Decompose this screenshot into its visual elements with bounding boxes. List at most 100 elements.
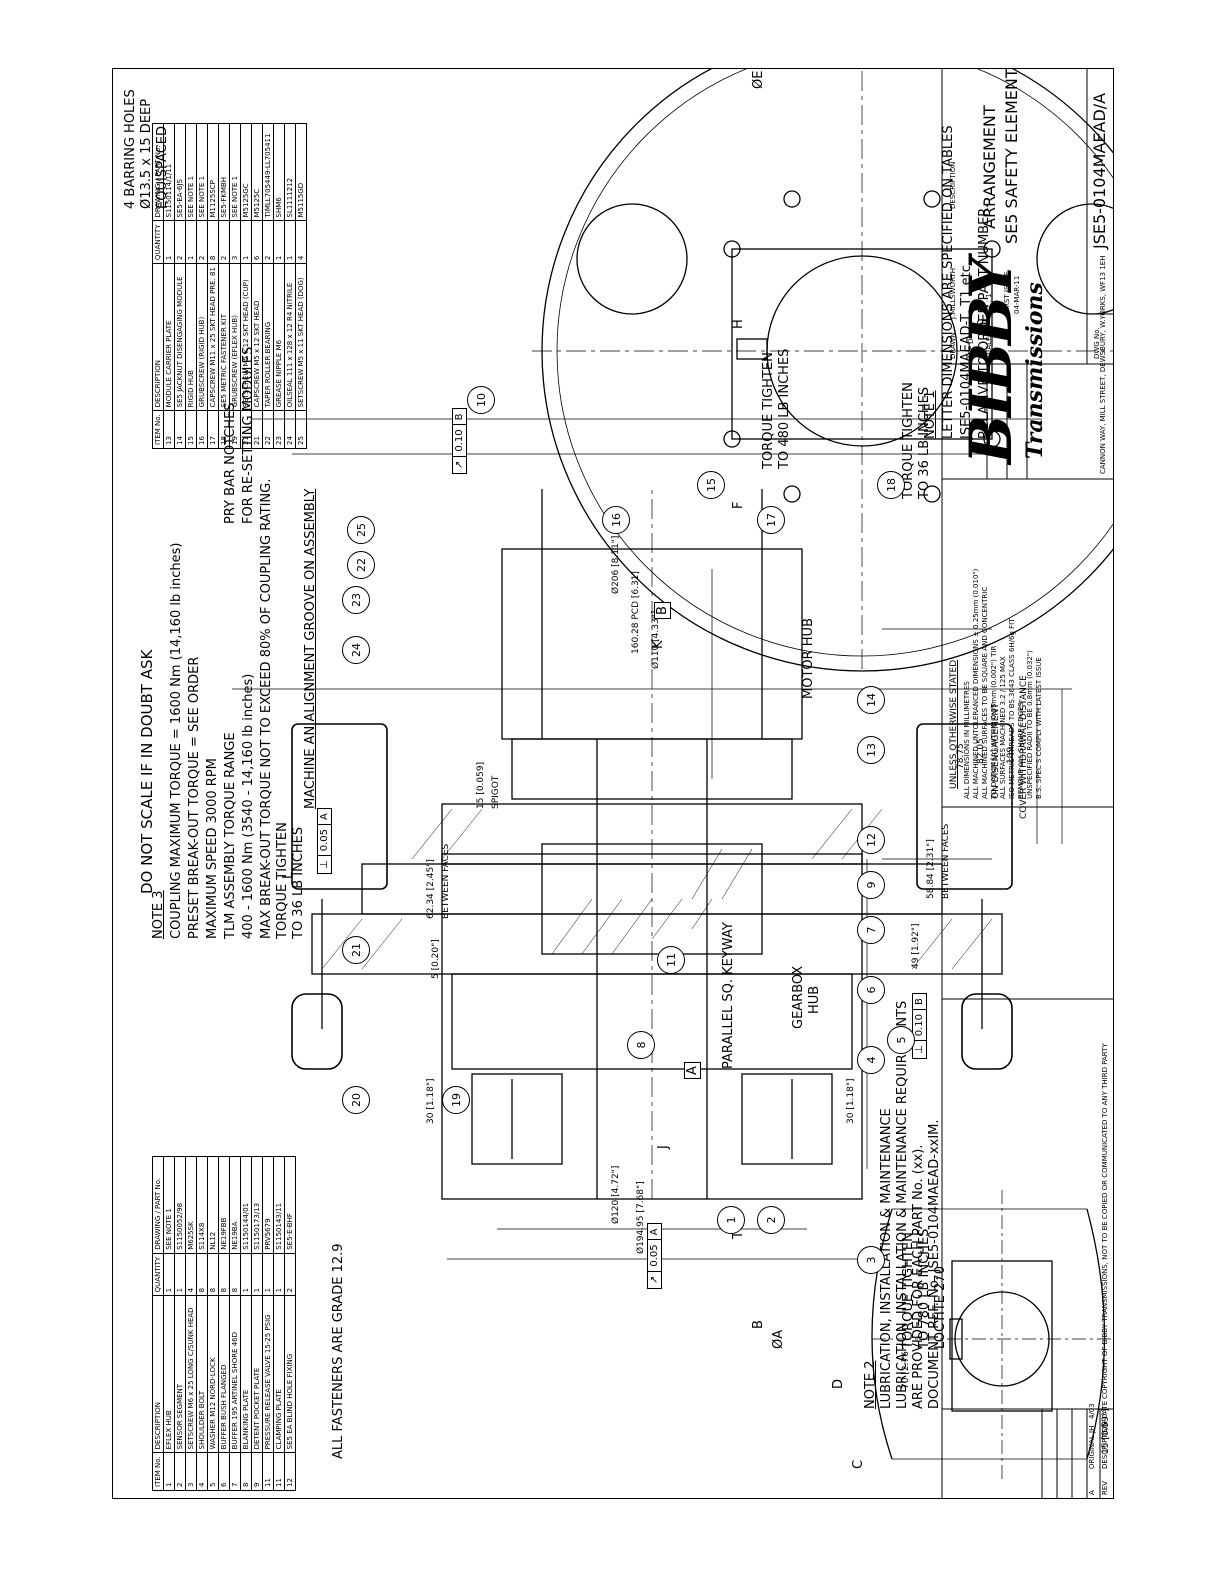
balloon-25: 25: [347, 516, 375, 544]
bom-cell: 1: [273, 1253, 285, 1296]
tolerance-line: ISO METRIC THREADS TO BS.3643 CLASS 6H/6…: [1008, 618, 1016, 799]
fcf-runout-b: ↗ 0.10 B: [452, 408, 467, 474]
bom-cell: 11: [273, 1452, 285, 1491]
balloon-15: 15: [697, 471, 725, 499]
bom-left-col: DRAWING / PART No.: [152, 1156, 164, 1254]
tolerance-line: ALL SURFACES MACHINED 3.2 / 125 MAX: [999, 656, 1007, 799]
bom-cell: EFLEX HUB: [163, 1295, 175, 1453]
bom-cell: S114X8: [196, 1156, 208, 1254]
dim-between-faces: BETWEEN FACES: [941, 823, 951, 899]
label-gearbox-hub: GEARBOX: [791, 965, 806, 1029]
tolerance-line: ALL MACHINED SURFACES TO BE SQUARE AND C…: [981, 586, 989, 799]
torque-note: TO 36 LB INCHES: [291, 826, 306, 939]
fcf-datum: A: [649, 1228, 660, 1236]
bom-cell: 8: [207, 1253, 219, 1296]
dim-pcd: 160.28 PCD [6.31]: [631, 571, 641, 654]
balloon-21: 21: [342, 936, 370, 964]
dim-letter-D: D: [831, 1378, 846, 1389]
bom-cell: SE5 EA BLIND HOLE FIXING: [284, 1295, 296, 1453]
balloon-5: 5: [887, 1026, 915, 1054]
bom-cell: 1: [163, 1253, 175, 1296]
fcf-value: 0.10: [913, 1009, 926, 1041]
bom-cell: PRESSURE RELEASE VALVE 15-25 PSIG: [262, 1295, 274, 1453]
bom-cell: 8: [229, 1253, 241, 1296]
end-view-large: [532, 68, 1114, 672]
bom-cell: 24: [284, 410, 296, 449]
end-view-small: [871, 1189, 1112, 1479]
bom-cell: SETSCREW M6 x 25 LONG C/SUNK HEAD: [185, 1295, 197, 1453]
tb-dwg-no: JSE5-0104MAEAD/A: [1090, 92, 1109, 249]
bom-cell: 8: [196, 1253, 208, 1296]
fcf-value: 0.10: [453, 424, 466, 456]
bom-cell: 5: [207, 1452, 219, 1491]
fcf-symbol: ↗: [453, 455, 466, 473]
bom-cell: CAPSCREW M11 x 25 SKT HEAD PRE. 81: [207, 263, 219, 411]
dim-6234: 62.34 [2.45"]: [426, 859, 436, 919]
balloon-22: 22: [347, 551, 375, 579]
tb-scale-label: SCALE: [985, 336, 993, 359]
note3-title: NOTE 3: [151, 890, 166, 939]
bom-cell: 3: [229, 221, 241, 264]
bom-cell: M5115GD: [295, 124, 307, 221]
bom-cell: SEE NOTE 1: [163, 1156, 175, 1254]
bom-cell: S1150144/01: [240, 1156, 252, 1254]
bom-cell: 8: [207, 221, 219, 264]
bom-cell: SE5-FKMBH: [218, 124, 230, 221]
barring-holes-note: EQUISPACED: [155, 125, 170, 209]
balloon-17: 17: [757, 506, 785, 534]
torque-note: LOCTITE 270: [933, 1266, 948, 1349]
datum-A: A: [684, 1062, 701, 1079]
bom-cell: CLAMPING PLATE: [273, 1295, 285, 1453]
bom-cell: 1: [284, 221, 296, 264]
note3-line: 400 - 1600 Nm (3540 - 14,160 lb inches): [241, 673, 256, 939]
note3-line: COUPLING MAXIMUM TORQUE = 1600 Nm (14,16…: [169, 542, 184, 939]
bom-right-col: QUANTITY: [152, 221, 164, 264]
bom-table-left: ITEM No. DESCRIPTION QUANTITY DRAWING / …: [152, 1156, 296, 1491]
bom-cell: 1: [273, 221, 285, 264]
dim-letter-H: H: [731, 319, 746, 329]
torque-note: TORQUE TIGHTEN: [901, 1232, 916, 1349]
bom-cell: 2: [174, 1452, 186, 1491]
note3-line: MAXIMUM SPEED 3000 RPM: [205, 758, 220, 939]
tolerance-line: REMOVE ALL SHARP EDGES: [1017, 702, 1025, 799]
bom-cell: BUFFER 195 ARTINEL SHORE 46D: [229, 1295, 241, 1453]
title-block-lines: [941, 68, 1114, 1499]
balloon-3: 3: [857, 1246, 885, 1274]
balloon-7: 7: [857, 916, 885, 944]
dim-spigot: SPIGOT: [491, 775, 501, 809]
rev-a: A: [1088, 1490, 1096, 1495]
dim-d206: Ø206 [8.11"]: [611, 535, 621, 594]
bibby-address: CANNON WAY, MILL STREET, DEWSBURY, W.YOR…: [1099, 255, 1107, 474]
dim-letter-E: ØE: [751, 70, 766, 89]
bom-cell: M1125SCP: [207, 124, 219, 221]
bom-cell: 11: [262, 1452, 274, 1491]
bom-cell: 4: [295, 221, 307, 264]
bom-cell: WASHER M12 NORD-LOCK: [207, 1295, 219, 1453]
torque-note: TO 480 LB INCHES: [777, 348, 792, 469]
dim-15s: 15 [0.059]: [476, 761, 486, 809]
tb-dwg-label: DWG No.: [1093, 327, 1101, 359]
bom-cell: 9: [251, 1452, 263, 1491]
dim-49: 49 [1.92"]: [911, 923, 921, 969]
dim-d120: Ø120 [4.72"]: [611, 1165, 621, 1224]
dim-30b: 30 [1.18"]: [846, 1078, 856, 1124]
dim-letter-C: C: [851, 1459, 866, 1469]
fcf-value: 0.05: [648, 1239, 661, 1271]
tolerance-line: UNSPECIFIED RADII TO BE 0.8mm (0.032"): [1026, 650, 1034, 799]
bom-cell: SHM6: [273, 124, 285, 221]
bom-right-col: DESCRIPTION: [152, 263, 164, 411]
bom-cell: 4: [185, 1253, 197, 1296]
